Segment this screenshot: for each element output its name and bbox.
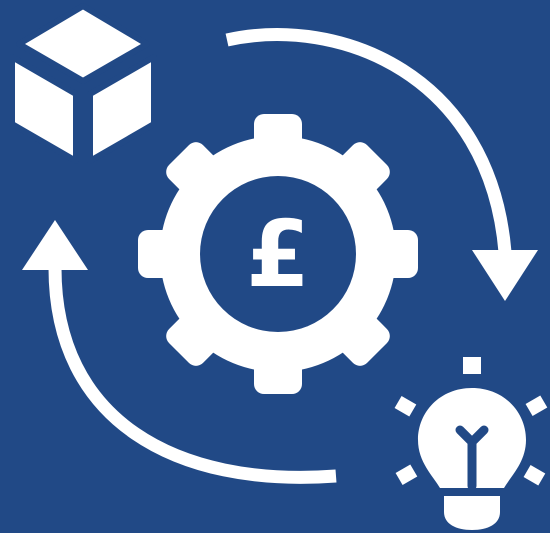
arrow-clockwise-head xyxy=(472,250,538,301)
arrow-clockwise-icon xyxy=(225,28,512,253)
bulb-rays xyxy=(394,357,548,486)
lightbulb-icon xyxy=(394,357,548,530)
cube-icon xyxy=(9,3,157,164)
gear-center xyxy=(200,176,356,332)
pound-icon: £ xyxy=(246,201,310,308)
gear-icon: £ xyxy=(138,114,418,394)
arrow-return-icon xyxy=(48,267,337,484)
arrow-return-head xyxy=(22,220,88,270)
